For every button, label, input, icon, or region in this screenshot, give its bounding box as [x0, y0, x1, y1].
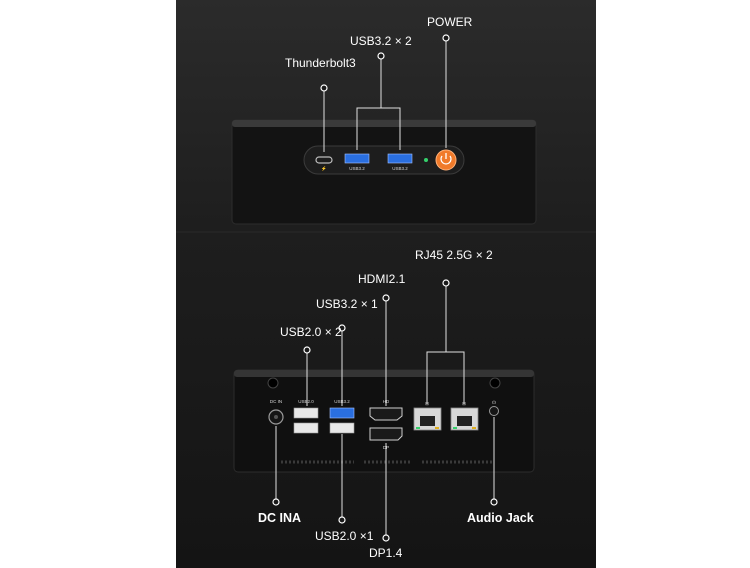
mini-pc-illustration: ⚡ USB3.2 USB3.2 — [176, 34, 596, 542]
thunderbolt-port — [315, 156, 333, 164]
audio-jack-port — [489, 406, 499, 416]
dc-in-pin — [274, 415, 278, 419]
rj45-socket-2 — [457, 416, 472, 426]
rear-usb32-port — [329, 407, 355, 419]
screw-hole-left — [267, 377, 279, 389]
product-photo: ⚡ USB3.2 USB3.2 — [176, 0, 596, 568]
front-usb-label-2: USB3.2 — [392, 166, 408, 171]
dc-in-label: DC IN — [270, 399, 282, 404]
callout-rj45: RJ45 2.5G × 2 — [415, 248, 493, 262]
callout-usb32-rear: USB3.2 × 1 — [316, 297, 378, 311]
front-usb32-port-2 — [387, 153, 413, 164]
front-usb32-port-1 — [344, 153, 370, 164]
rear-usb20-port — [329, 422, 355, 434]
callout-dp: DP1.4 — [369, 546, 403, 560]
status-led — [424, 158, 428, 162]
headphone-icon: ☊ — [492, 400, 497, 405]
rear-leader-lines — [275, 284, 495, 536]
callout-usb20-rear: USB2.0 × 2 — [280, 325, 342, 339]
thunderbolt-mark: ⚡ — [321, 165, 327, 172]
front-port-strip — [303, 145, 465, 175]
callout-audio-jack: Audio Jack — [467, 511, 534, 525]
callout-thunderbolt3: Thunderbolt3 — [285, 56, 356, 70]
callout-usb32-front: USB3.2 × 2 — [350, 34, 412, 48]
power-button — [435, 149, 457, 171]
rj45-led-1b — [435, 427, 439, 429]
usb20-port-2 — [293, 422, 319, 434]
usb20-port-1 — [293, 407, 319, 419]
front-panel-view: ⚡ USB3.2 USB3.2 — [231, 119, 537, 225]
callout-dc-in: DC INA — [258, 511, 302, 525]
rear-panel-view: DC IN USB2.0 USB3.2 HD DP ⊞ ⊞ — [233, 369, 535, 473]
dp-port — [369, 427, 403, 441]
rear-callout-dots — [272, 279, 498, 542]
front-usb-label-1: USB3.2 — [349, 166, 365, 171]
callout-power: POWER — [427, 15, 473, 29]
front-leader-lines — [323, 40, 447, 152]
rj45-led-1a — [416, 427, 420, 429]
usb20-label: USB2.0 — [298, 399, 314, 404]
rj45-led-2b — [472, 427, 476, 429]
callout-usb20-one: USB2.0 ×1 — [315, 529, 374, 543]
hdmi-port — [369, 407, 403, 421]
rear-top-edge — [234, 370, 534, 377]
front-top-edge — [232, 120, 536, 127]
rj45-led-2a — [453, 427, 457, 429]
callout-hdmi: HDMI2.1 — [358, 272, 406, 286]
screw-hole-right — [489, 377, 501, 389]
rj45-socket-1 — [420, 416, 435, 426]
power-icon — [440, 155, 452, 165]
front-callout-dots — [320, 34, 450, 92]
